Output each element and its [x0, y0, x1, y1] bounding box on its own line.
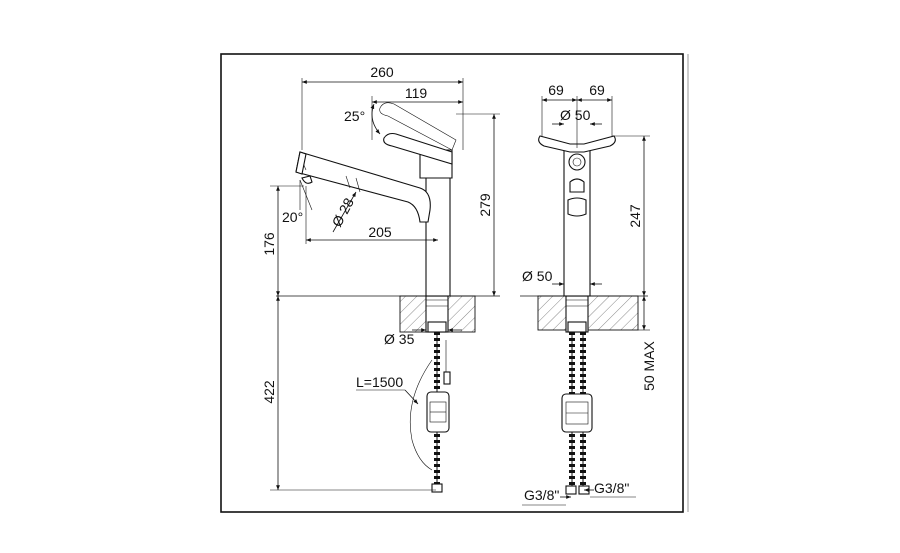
- dim-deck-thickness: 50 MAX: [641, 340, 657, 390]
- dim-base-diameter: Ø 35: [384, 331, 415, 347]
- dim-height-total: 279: [477, 193, 493, 217]
- dim-body-diameter: Ø 50: [522, 268, 553, 284]
- dim-right-half: 69: [589, 82, 605, 98]
- dim-spout-diameter: Ø 28: [329, 195, 357, 229]
- dim-spout-angle: 20°: [282, 209, 303, 225]
- dim-hose-length: L=1500: [356, 374, 403, 390]
- dim-spout-reach: 205: [368, 224, 392, 240]
- dim-left-half: 69: [548, 82, 564, 98]
- dim-lever-offset: 119: [405, 85, 428, 101]
- side-body-column: [425, 171, 451, 297]
- drawing-frame: [220, 53, 684, 513]
- side-spout: [295, 151, 431, 223]
- side-view: 260 119 25° 279 Ø 28 20° 205 176 Ø 35: [261, 64, 500, 493]
- dim-front-height: 247: [627, 204, 643, 228]
- dim-connection-left: G3/8": [524, 487, 559, 503]
- front-view: 69 69 Ø 50 247 Ø 50 50 MAX G3/8": [520, 82, 657, 506]
- dim-lever-angle: 25°: [344, 108, 365, 124]
- dim-below-deck: 422: [261, 380, 277, 404]
- dim-width-total: 260: [370, 64, 394, 80]
- dim-spout-height: 176: [261, 232, 277, 256]
- dim-connection-right: G3/8": [594, 480, 629, 496]
- side-lever-handle: [383, 132, 453, 165]
- dim-top-diameter: Ø 50: [560, 107, 591, 123]
